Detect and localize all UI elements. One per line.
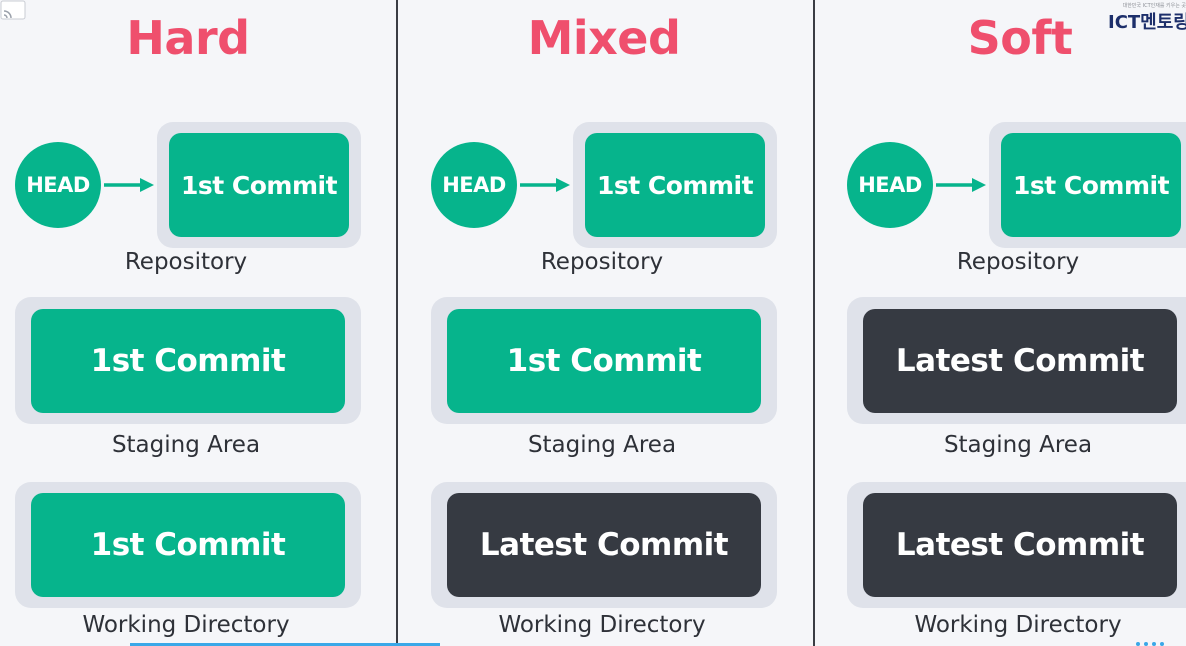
- head-pointer: HEAD: [847, 142, 933, 228]
- cast-icon: [0, 0, 26, 20]
- column-title: Mixed: [527, 11, 681, 65]
- staging-caption: Staging Area: [943, 432, 1093, 458]
- column-title: Soft: [967, 11, 1073, 65]
- repository-commit-box: 1st Commit: [1001, 133, 1181, 237]
- right-arrow-icon: [520, 178, 570, 192]
- working-commit-box: Latest Commit: [447, 493, 761, 597]
- staging-caption: Staging Area: [527, 432, 677, 458]
- working-commit-box: Latest Commit: [863, 493, 1177, 597]
- repository-caption: Repository: [540, 249, 664, 275]
- loading-dots-icon: [1136, 642, 1164, 646]
- repository-commit-box: 1st Commit: [169, 133, 349, 237]
- repository-caption: Repository: [956, 249, 1080, 275]
- video-progress-bar[interactable]: [130, 643, 440, 646]
- working-caption: Working Directory: [82, 612, 290, 638]
- repository-commit-box: 1st Commit: [585, 133, 765, 237]
- head-pointer: HEAD: [431, 142, 517, 228]
- column-divider: [813, 0, 815, 646]
- staging-commit-box: 1st Commit: [31, 309, 345, 413]
- working-commit-box: 1st Commit: [31, 493, 345, 597]
- right-arrow-icon: [936, 178, 986, 192]
- column-divider: [396, 0, 398, 646]
- working-caption: Working Directory: [498, 612, 706, 638]
- ict-mentoring-logo: 대한민국 ICT인재를 키우는 곳 ICT멘토링: [1106, 2, 1186, 38]
- column-title: Hard: [126, 11, 250, 65]
- staging-commit-box: 1st Commit: [447, 309, 761, 413]
- repository-caption: Repository: [124, 249, 248, 275]
- head-pointer: HEAD: [15, 142, 101, 228]
- logo-tagline: 대한민국 ICT인재를 키우는 곳: [1122, 3, 1186, 9]
- staging-caption: Staging Area: [111, 432, 261, 458]
- right-arrow-icon: [104, 178, 154, 192]
- logo-text: ICT멘토링: [1108, 12, 1186, 33]
- staging-commit-box: Latest Commit: [863, 309, 1177, 413]
- working-caption: Working Directory: [914, 612, 1122, 638]
